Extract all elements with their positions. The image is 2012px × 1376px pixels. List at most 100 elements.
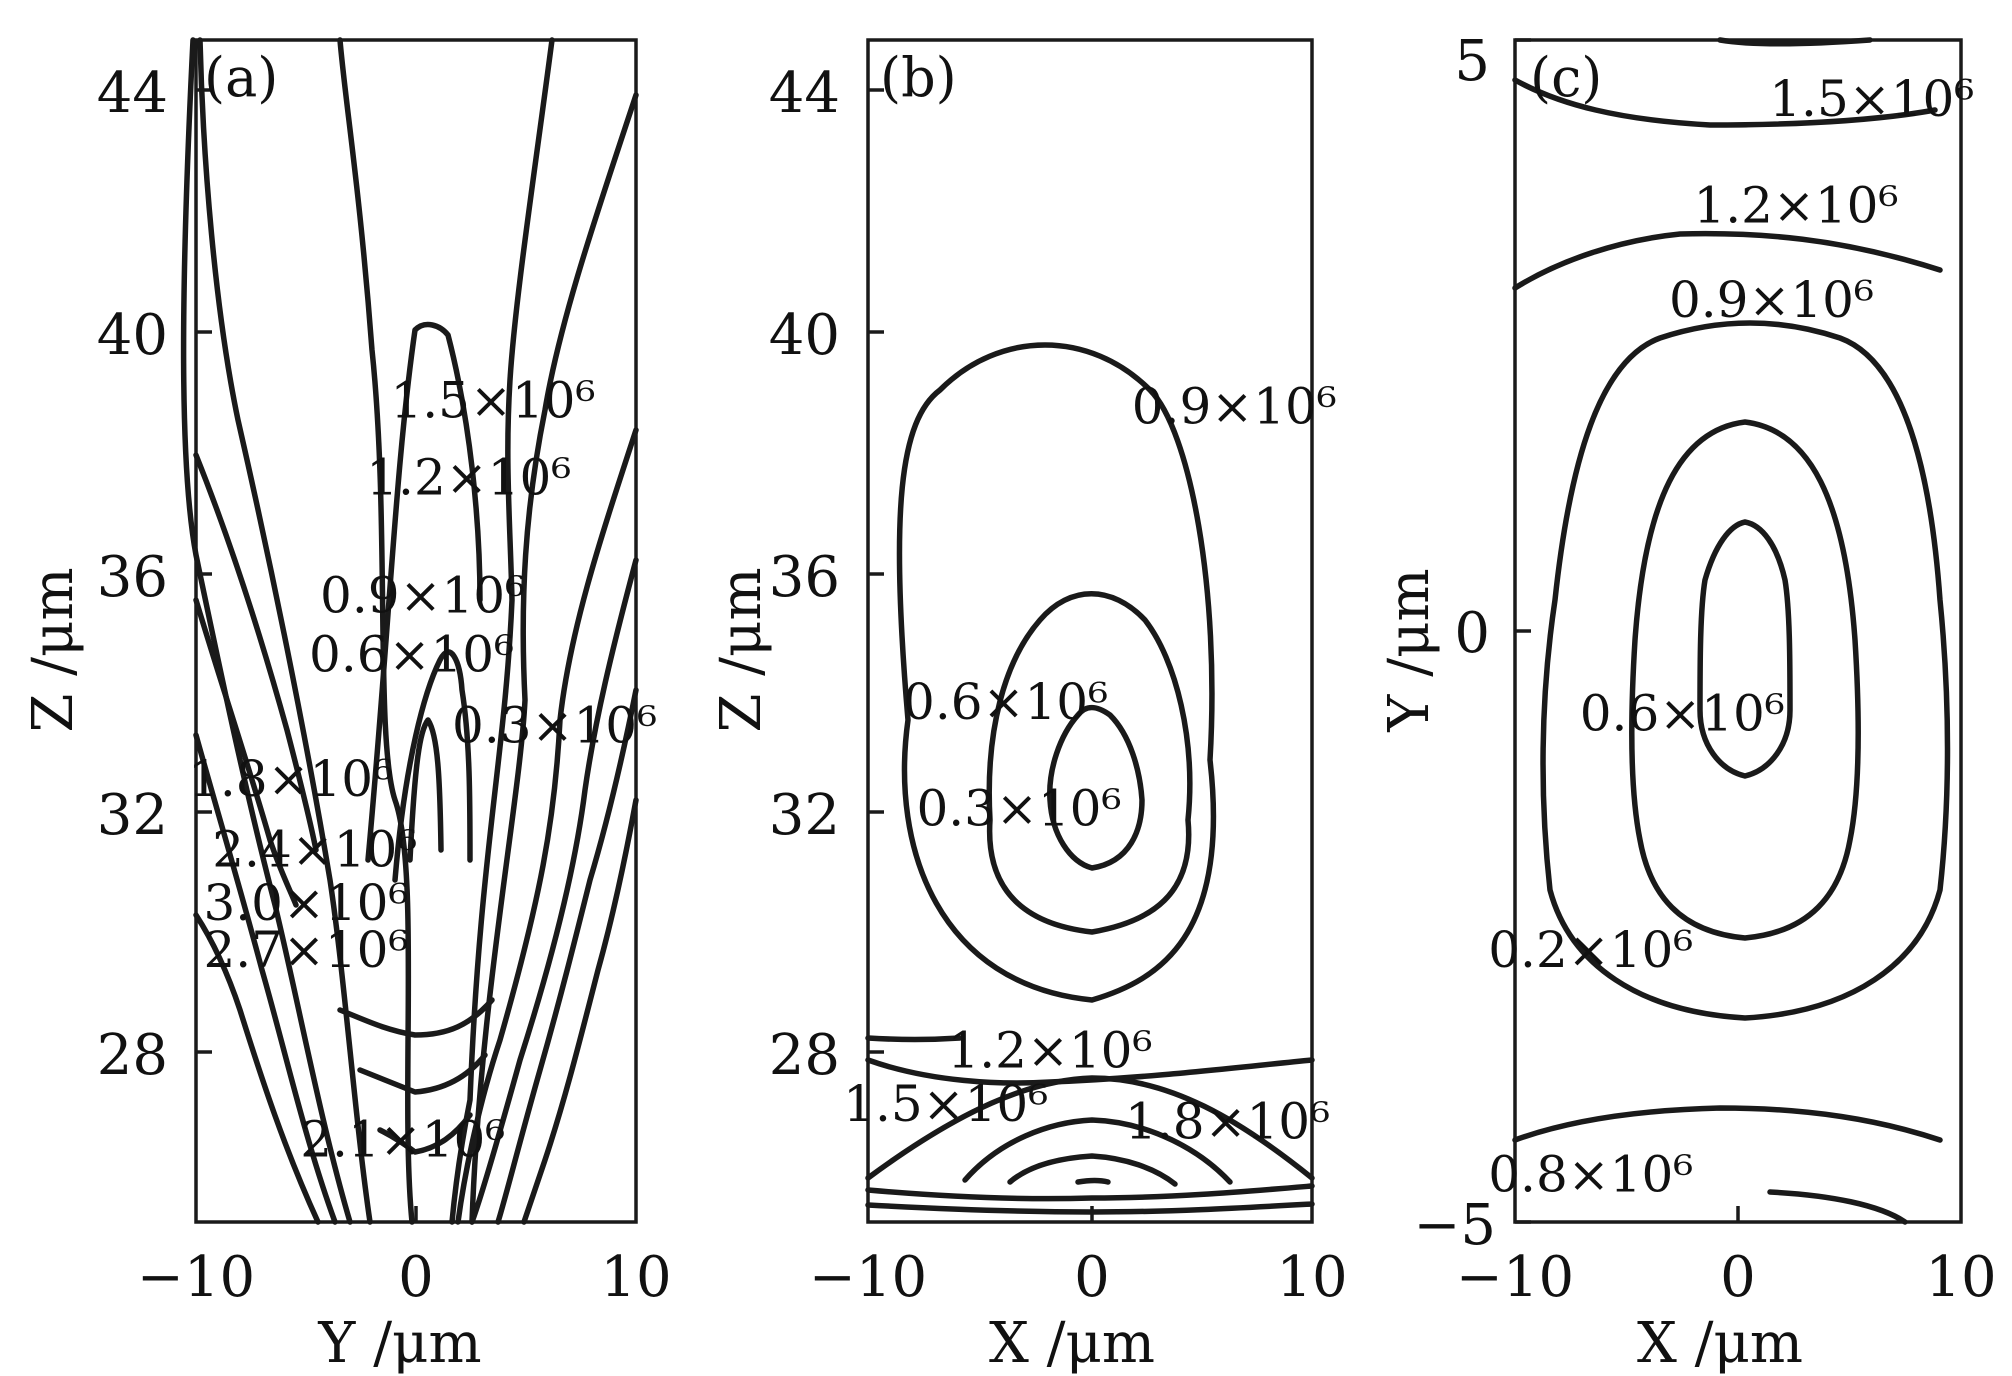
panel-a-contour-18 [357,1052,488,1095]
panel-a-contour-4 [193,732,338,1225]
panel-a-contour-9 [469,92,639,1225]
panel-a-label-5: 1.8×10⁶ [188,750,393,808]
panel-b-contour-6 [962,1117,1233,1185]
panel-b-contour-4 [865,1035,963,1043]
panel-a-contour-19 [377,1112,473,1155]
panel-b-xtick-label-10: 10 [1276,1245,1347,1310]
panel-a-contour-13 [521,797,639,1225]
panel-a-contour-labels: 1.5×10⁶ 1.2×10⁶ 0.9×10⁶ 0.6×10⁶ 0.3×10⁶ … [188,372,657,1169]
panel-c-ytick-label-neg5: −5 [1413,1193,1496,1258]
panel-a-label-6: 2.4×10⁶ [212,821,417,879]
panel-a-label-2: 0.9×10⁶ [320,567,525,625]
panel-b-label-2: 0.3×10⁶ [916,779,1121,837]
panel-a-label-3: 0.6×10⁶ [309,626,514,684]
panel-c-contour-3 [1697,519,1793,779]
panel-b-ytick-label-40: 40 [769,303,840,368]
panel-b-contour-3 [1047,704,1145,871]
panel-c-contour-7 [1512,1105,1943,1143]
panel-a-label-0: 1.5×10⁶ [390,372,595,430]
panel-b-contour-2 [986,591,1193,935]
panel-b-contour-labels: 0.9×10⁶ 0.6×10⁶ 0.3×10⁶ 1.2×10⁶ 1.5×10⁶ … [843,377,1337,1150]
panel-a-ylabel: Z /μm [21,567,86,732]
panel-b-label-1: 0.6×10⁶ [903,673,1108,731]
panel-b-ytick-label-44: 44 [769,61,840,126]
panel-c-contour-2 [1628,419,1862,941]
panel-a-contour-12 [495,687,639,1225]
panel-b-ticks [868,88,1094,1222]
panel-c-xtick-label-10: 10 [1925,1245,1996,1310]
panel-c-ytick-label-5: 5 [1454,29,1490,94]
panel-a-letter: (a) [204,46,278,109]
panel-c-label-4: 0.2×10⁶ [1488,921,1693,979]
panel-c-ylabel: Y /μm [1377,568,1442,732]
panel-a-xtick-label-10: 10 [600,1245,671,1310]
panel-a-contour-5 [193,912,321,1225]
panel-c-xtick-label-neg10: −10 [1456,1245,1574,1310]
panel-a-contour-8 [449,37,555,1225]
panel-a-label-4: 0.3×10⁶ [452,697,657,755]
panel-b: (b) 44 40 36 32 28 −10 0 10 X /μm Z /μm … [709,38,1348,1376]
panel-a-label-8: 2.7×10⁶ [203,921,408,979]
panel-b-xtick-label-neg10: −10 [809,1245,927,1310]
panel-a-ytick-label-40: 40 [97,303,168,368]
panel-b-ytick-label-28: 28 [769,1023,840,1088]
panel-c-contour-labels: 1.5×10⁶ 1.2×10⁶ 0.9×10⁶ 0.6×10⁶ 0.2×10⁶ … [1488,70,1974,1204]
panel-b-ytick-label-36: 36 [769,545,840,610]
panel-c-contour-4 [1512,77,1938,128]
panel-c-xlabel: X /μm [1637,1311,1803,1376]
panel-c-label-0: 1.5×10⁶ [1769,70,1974,128]
panel-b-label-5: 1.8×10⁶ [1125,1093,1330,1151]
panel-a-contour-7 [193,597,299,908]
panel-b-ylabel: Z /μm [709,567,774,732]
panel-b-contour-11 [865,1057,1315,1086]
panel-a-xtick-label-neg10: −10 [137,1245,255,1310]
panel-a-contour-15 [392,649,473,883]
panel-a-contour-6 [193,452,319,853]
panel-b-ytick-label-32: 32 [769,783,840,848]
panel-b-contour-1 [896,342,1217,1003]
panel-b-contour-7 [1007,1153,1178,1187]
panel-a-ytick-label-32: 32 [97,783,168,848]
panel-b-frame [866,38,1314,1224]
panel-a-xlabel: Y /μm [317,1311,481,1376]
panel-a-contour-16 [407,717,444,863]
panel-b-label-0: 0.9×10⁶ [1132,377,1337,435]
panel-a-ticks [196,88,418,1222]
panel-c-label-5: 0.8×10⁶ [1488,1146,1693,1204]
panel-c-contour-6 [1512,230,1943,291]
panel-a-ytick-label-44: 44 [97,61,168,126]
panel-c-contour-8 [1767,1189,1908,1225]
panel-c-ticks [1515,38,1740,1224]
panel-a-label-7: 3.0×10⁶ [203,874,408,932]
panel-b-contour-9 [865,1201,1315,1215]
panel-b-contour-10 [1075,1177,1111,1185]
panel-a-contours [180,37,639,1225]
panel-b-xtick-label-0: 0 [1074,1245,1110,1310]
panel-c-letter: (c) [1530,46,1602,109]
panel-c-label-2: 0.9×10⁶ [1669,271,1874,329]
panel-a-contour-11 [469,557,639,1225]
panel-c-label-1: 1.2×10⁶ [1693,177,1898,235]
panel-b-label-4: 1.5×10⁶ [843,1075,1048,1133]
panel-a-label-9: 2.1×10⁶ [300,1110,505,1168]
panel-b-letter: (b) [880,46,957,109]
panel-c: (c) 5 0 −5 −10 0 10 X /μm Y /μm 1.5×10⁶ … [1377,29,1997,1376]
panel-c-contour-1 [1540,320,1951,1021]
panel-a-label-1: 1.2×10⁶ [366,448,571,506]
panel-c-xtick-label-0: 0 [1720,1245,1756,1310]
panel-c-contours [1512,37,1951,1225]
panel-a-contour-14 [365,321,483,863]
panel-a-xtick-label-0: 0 [398,1245,434,1310]
panel-a-contour-17 [337,997,495,1038]
panel-c-label-3: 0.6×10⁶ [1580,685,1785,743]
panel-b-label-3: 1.2×10⁶ [947,1022,1152,1080]
panel-a-ytick-label-28: 28 [97,1023,168,1088]
panel-b-contour-8 [865,1183,1315,1202]
panel-b-xlabel: X /μm [989,1311,1155,1376]
panel-a: (a) 44 40 36 32 28 −10 0 10 Y /μm Z /μm … [21,37,672,1376]
panel-a-ytick-label-36: 36 [97,545,168,610]
panel-a-contour-2 [197,37,373,1225]
panel-c-ytick-label-0: 0 [1454,601,1490,666]
panel-a-contour-10 [455,427,639,1225]
